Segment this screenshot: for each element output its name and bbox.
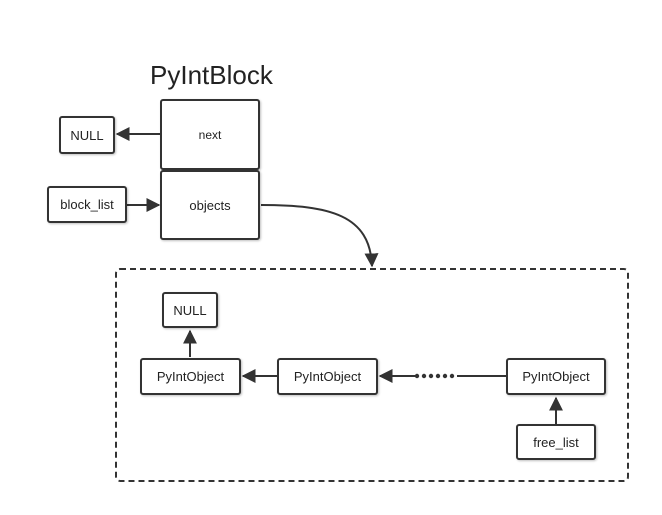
free-list-box: free_list bbox=[516, 424, 596, 460]
block-list-label: block_list bbox=[60, 197, 114, 212]
pyintobject-label: PyIntObject bbox=[522, 369, 590, 384]
objects-to-pool-arrow bbox=[260, 204, 379, 268]
pyintobject-middle: PyIntObject bbox=[277, 358, 378, 395]
null-label-top: NULL bbox=[70, 127, 104, 143]
pyintobject-pool-region bbox=[115, 268, 629, 482]
null-box-top: NULL bbox=[59, 116, 115, 154]
null-box-pool: NULL bbox=[162, 292, 218, 328]
next-cell: next bbox=[160, 99, 260, 170]
next-label: next bbox=[198, 127, 222, 142]
null-label-pool: NULL bbox=[173, 302, 207, 318]
objects-label: objects bbox=[189, 197, 231, 213]
objects-cell: objects bbox=[160, 170, 260, 240]
free-list-label: free_list bbox=[533, 434, 579, 450]
pyintobject-left: PyIntObject bbox=[140, 358, 241, 395]
pyintobject-right: PyIntObject bbox=[506, 358, 606, 395]
block-list-box: block_list bbox=[47, 186, 127, 223]
pyintblock-title: PyIntBlock bbox=[150, 60, 273, 90]
pyintobject-label: PyIntObject bbox=[293, 369, 362, 384]
pyintobject-label: PyIntObject bbox=[156, 369, 225, 384]
